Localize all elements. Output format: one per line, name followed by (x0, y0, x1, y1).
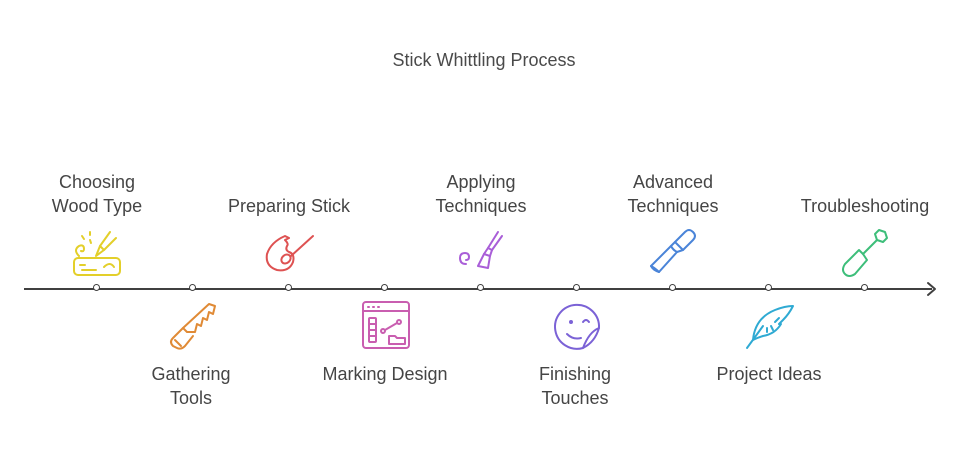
diagram-title: Stick Whittling Process (392, 50, 576, 70)
chisel-icon (645, 226, 701, 282)
sticker-smile-icon (549, 298, 605, 354)
feather-icon (741, 298, 797, 354)
timeline-arrowhead-icon (927, 282, 936, 296)
timeline-marker-3 (285, 284, 292, 291)
fire-stick-icon (261, 226, 317, 282)
step-2-label: Gathering Tools (151, 364, 231, 408)
timeline-marker-9 (861, 284, 868, 291)
saw-icon (165, 298, 221, 354)
step-5-label: Applying Techniques (435, 172, 527, 216)
screwdriver-icon (837, 226, 893, 282)
timeline-marker-2 (189, 284, 196, 291)
timeline-marker-5 (477, 284, 484, 291)
step-8-label: Project Ideas (716, 364, 822, 384)
step-4-label: Marking Design (322, 364, 448, 384)
timeline-marker-1 (93, 284, 100, 291)
brush-swirl-icon (454, 226, 510, 282)
step-9-label: Troubleshooting (800, 196, 930, 216)
step-6-label: Finishing Touches (538, 364, 612, 408)
design-window-icon (357, 298, 413, 354)
step-7-label: Advanced Techniques (627, 172, 719, 216)
step-3-label: Preparing Stick (227, 196, 351, 216)
timeline-marker-8 (765, 284, 772, 291)
timeline-marker-7 (669, 284, 676, 291)
timeline-marker-6 (573, 284, 580, 291)
timeline-marker-4 (381, 284, 388, 291)
whittling-wood-icon (70, 226, 126, 282)
step-1-label: Choosing Wood Type (51, 172, 143, 216)
